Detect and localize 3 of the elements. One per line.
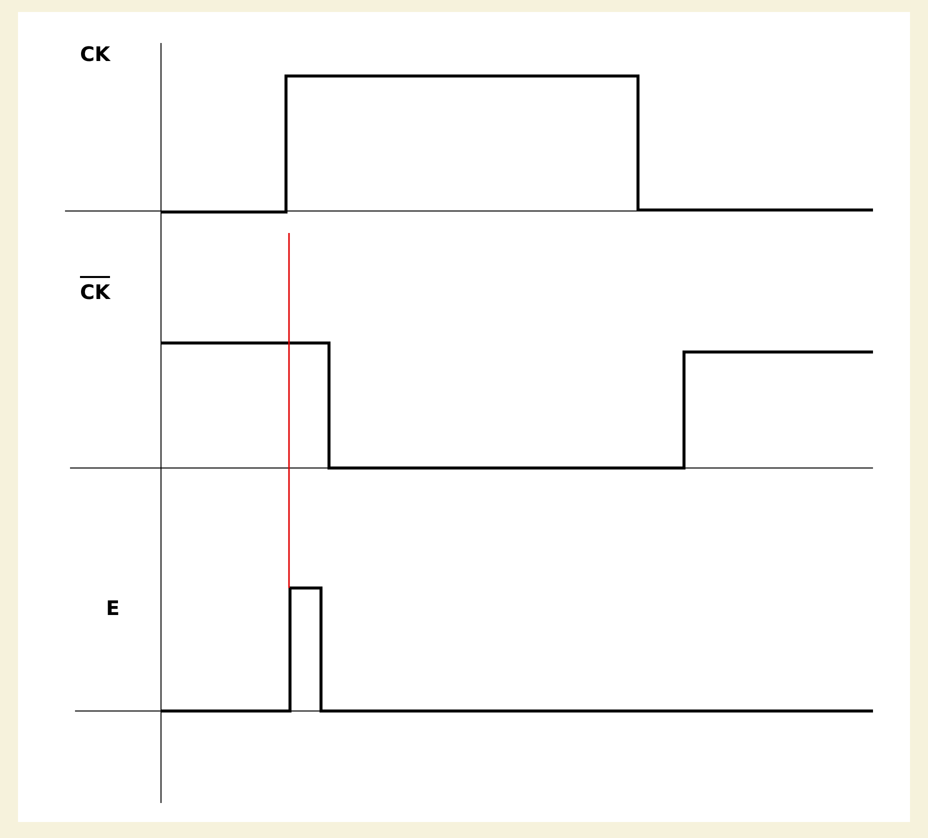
- signal-label: CK: [80, 41, 110, 64]
- signal-label: CK: [80, 276, 110, 302]
- signal-label: E: [106, 595, 120, 618]
